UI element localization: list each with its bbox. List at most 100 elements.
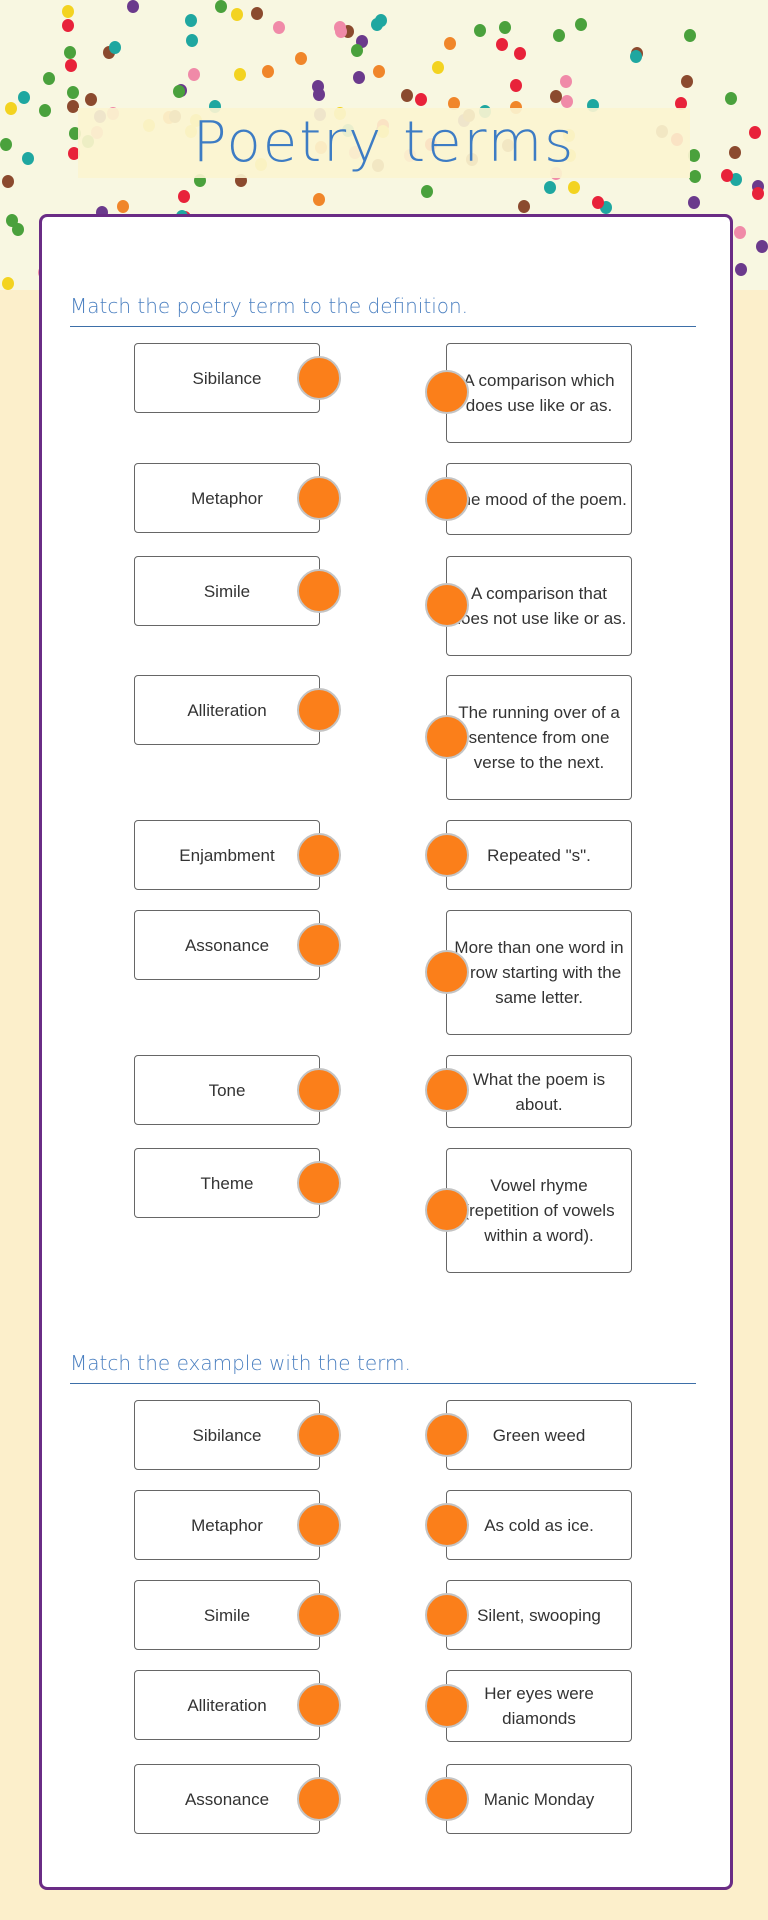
term-box[interactable]: Metaphor — [134, 463, 320, 533]
confetti-dot — [474, 24, 486, 37]
answer-box[interactable]: As cold as ice. — [446, 1490, 632, 1560]
confetti-dot — [432, 61, 444, 74]
term-match-handle[interactable] — [297, 923, 341, 967]
answer-box[interactable]: Repeated "s". — [446, 820, 632, 890]
page-title: Poetry terms — [192, 110, 576, 175]
answer-match-handle[interactable] — [425, 1777, 469, 1821]
confetti-dot — [725, 92, 737, 105]
answer-match-handle[interactable] — [425, 477, 469, 521]
term-box[interactable]: Assonance — [134, 1764, 320, 1834]
answer-box[interactable]: Vowel rhyme (repetition of vowels within… — [446, 1148, 632, 1273]
confetti-dot — [730, 173, 742, 186]
term-match-handle[interactable] — [297, 476, 341, 520]
answer-box[interactable]: A comparison which does use like or as. — [446, 343, 632, 443]
answer-match-handle[interactable] — [425, 1503, 469, 1547]
answer-box[interactable]: A comparison that does not use like or a… — [446, 556, 632, 656]
confetti-dot — [178, 190, 190, 203]
answer-match-handle[interactable] — [425, 1188, 469, 1232]
section-1-heading: Match the poetry term to the definition. — [70, 294, 696, 327]
term-box[interactable]: Metaphor — [134, 1490, 320, 1560]
confetti-dot — [0, 138, 12, 151]
answer-match-handle[interactable] — [425, 1593, 469, 1637]
term-match-handle[interactable] — [297, 1161, 341, 1205]
answer-box[interactable]: What the poem is about. — [446, 1055, 632, 1128]
confetti-dot — [684, 29, 696, 42]
confetti-dot — [373, 65, 385, 78]
confetti-dot — [68, 147, 80, 160]
confetti-dot — [43, 72, 55, 85]
answer-match-handle[interactable] — [425, 1413, 469, 1457]
answer-box[interactable]: Her eyes were diamonds — [446, 1670, 632, 1742]
confetti-dot — [448, 97, 460, 110]
confetti-dot — [85, 93, 97, 106]
answer-box[interactable]: Green weed — [446, 1400, 632, 1470]
term-box[interactable]: Theme — [134, 1148, 320, 1218]
term-box[interactable]: Alliteration — [134, 675, 320, 745]
confetti-dot — [496, 38, 508, 51]
term-box[interactable]: Sibilance — [134, 343, 320, 413]
confetti-dot — [749, 126, 761, 139]
confetti-dot — [109, 41, 121, 54]
answer-match-handle[interactable] — [425, 1684, 469, 1728]
confetti-dot — [273, 21, 285, 34]
section-2-heading: Match the example with the term. — [70, 1351, 696, 1384]
confetti-dot — [185, 14, 197, 27]
confetti-dot — [630, 50, 642, 63]
confetti-dot — [262, 65, 274, 78]
confetti-dot — [215, 0, 227, 13]
confetti-dot — [401, 89, 413, 102]
confetti-dot — [234, 68, 246, 81]
confetti-dot — [186, 34, 198, 47]
confetti-dot — [560, 75, 572, 88]
term-match-handle[interactable] — [297, 1503, 341, 1547]
term-match-handle[interactable] — [297, 1413, 341, 1457]
answer-box[interactable]: Silent, swooping — [446, 1580, 632, 1650]
term-box[interactable]: Sibilance — [134, 1400, 320, 1470]
confetti-dot — [22, 152, 34, 165]
answer-box[interactable]: Manic Monday — [446, 1764, 632, 1834]
term-box[interactable]: Assonance — [134, 910, 320, 980]
term-box[interactable]: Simile — [134, 556, 320, 626]
confetti-dot — [188, 68, 200, 81]
term-match-handle[interactable] — [297, 569, 341, 613]
answer-box[interactable]: The mood of the poem. — [446, 463, 632, 535]
term-box[interactable]: Tone — [134, 1055, 320, 1125]
term-box[interactable]: Alliteration — [134, 1670, 320, 1740]
term-match-handle[interactable] — [297, 1683, 341, 1727]
term-match-handle[interactable] — [297, 1593, 341, 1637]
confetti-dot — [514, 47, 526, 60]
confetti-dot — [62, 5, 74, 18]
confetti-dot — [681, 75, 693, 88]
term-match-handle[interactable] — [297, 833, 341, 877]
term-match-handle[interactable] — [297, 1068, 341, 1112]
answer-match-handle[interactable] — [425, 583, 469, 627]
answer-match-handle[interactable] — [425, 833, 469, 877]
confetti-dot — [173, 85, 185, 98]
confetti-dot — [5, 102, 17, 115]
term-match-handle[interactable] — [297, 356, 341, 400]
confetti-dot — [295, 52, 307, 65]
answer-match-handle[interactable] — [425, 950, 469, 994]
confetti-dot — [67, 100, 79, 113]
term-box[interactable]: Simile — [134, 1580, 320, 1650]
confetti-dot — [127, 0, 139, 13]
term-box[interactable]: Enjambment — [134, 820, 320, 890]
confetti-dot — [592, 196, 604, 209]
confetti-dot — [67, 86, 79, 99]
confetti-dot — [2, 277, 14, 290]
confetti-dot — [444, 37, 456, 50]
answer-box[interactable]: The running over of a sentence from one … — [446, 675, 632, 800]
title-banner: Poetry terms — [78, 108, 690, 178]
confetti-dot — [62, 19, 74, 32]
confetti-dot — [353, 71, 365, 84]
answer-match-handle[interactable] — [425, 370, 469, 414]
term-match-handle[interactable] — [297, 1777, 341, 1821]
confetti-dot — [518, 200, 530, 213]
confetti-dot — [64, 46, 76, 59]
confetti-dot — [729, 146, 741, 159]
answer-match-handle[interactable] — [425, 715, 469, 759]
answer-match-handle[interactable] — [425, 1068, 469, 1112]
term-match-handle[interactable] — [297, 688, 341, 732]
confetti-dot — [510, 79, 522, 92]
answer-box[interactable]: More than one word in s row starting wit… — [446, 910, 632, 1035]
